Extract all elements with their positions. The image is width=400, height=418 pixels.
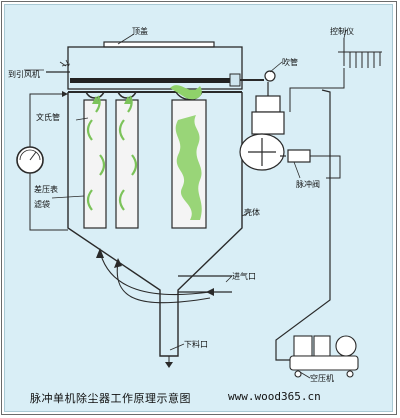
clean-air-chamber: [67, 46, 243, 90]
label-air-inlet: 进气口: [232, 272, 256, 281]
pulse-valve-assembly: [239, 70, 311, 171]
controller-box: [338, 38, 382, 68]
blow-pipe: [70, 78, 240, 83]
inlet-flow-arrows: [99, 251, 211, 304]
airflow-arrows: [86, 95, 138, 211]
label-compressor: 空压机: [310, 374, 334, 383]
label-shell: 壳体: [244, 208, 260, 217]
figure-caption: 脉冲单机除尘器工作原理示意图: [30, 392, 191, 405]
label-discharge: 下料口: [184, 340, 208, 349]
compressor: [289, 335, 359, 378]
watermark-text: www.wood365.cn: [228, 390, 321, 403]
dust-cloud: [175, 115, 202, 220]
label-pressure-gauge: 差压表: [34, 185, 58, 194]
label-controller: 控制仪: [330, 27, 354, 36]
filter-bag-1: [83, 99, 107, 229]
label-venturi: 文氏管: [36, 113, 60, 122]
filter-bag-2: [115, 99, 139, 229]
label-top-cover: 顶盖: [132, 27, 148, 36]
label-filter-bag: 滤袋: [34, 200, 50, 209]
label-blow-pipe: 吹管: [282, 58, 298, 67]
label-pulse-valve: 脉冲阀: [296, 180, 320, 189]
label-to-fan: 到引风机: [8, 70, 40, 79]
